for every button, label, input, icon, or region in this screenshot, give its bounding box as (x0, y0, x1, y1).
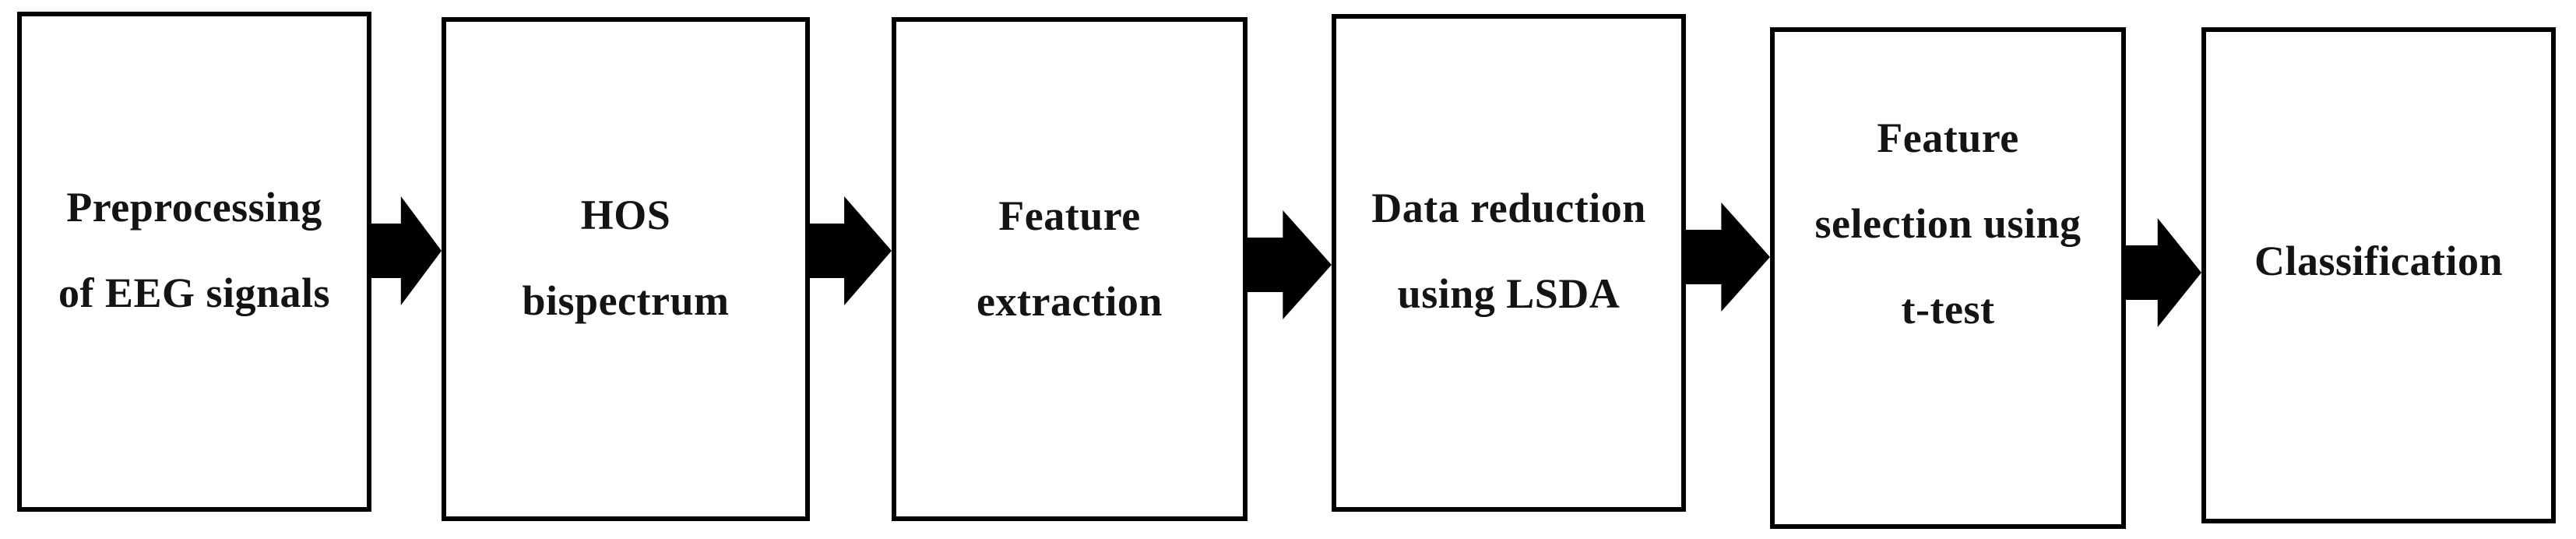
step-box-hos-bispectrum: HOS bispectrum (442, 17, 810, 521)
step-box-preprocessing: Preprocessing of EEG signals (17, 12, 371, 512)
flow-arrow-5 (2126, 218, 2201, 327)
step-label-line: HOS (580, 191, 671, 238)
step-label-line: Data reduction (1371, 184, 1646, 231)
step-label-line: Classification (2254, 237, 2503, 284)
flow-arrow-3 (1248, 210, 1332, 319)
step-label-line: Preprocessing (66, 184, 322, 231)
right-block-arrow-icon (1686, 203, 1770, 312)
right-block-arrow-icon (810, 196, 892, 305)
step-label-feature-extraction: Feature extraction (977, 173, 1163, 344)
step-box-classification: Classification (2201, 27, 2556, 523)
step-label-feature-selection-t-test: Feature selection using t-test (1814, 95, 2081, 352)
step-label-data-reduction-lsda: Data reduction using LSDA (1371, 165, 1646, 336)
step-label-line: bispectrum (522, 277, 730, 324)
flow-arrow-1 (371, 196, 442, 305)
flow-arrow-4 (1686, 203, 1770, 312)
flow-arrow-2 (810, 196, 892, 305)
step-label-line: Feature (1877, 114, 2019, 161)
step-label-line: extraction (977, 277, 1163, 325)
step-label-line: Feature (998, 192, 1141, 239)
step-label-line: t-test (1901, 286, 1995, 333)
step-box-feature-selection-t-test: Feature selection using t-test (1770, 27, 2126, 529)
step-label-line: of EEG signals (58, 270, 331, 316)
right-block-arrow-icon (371, 196, 442, 305)
step-box-feature-extraction: Feature extraction (892, 17, 1248, 521)
step-label-line: using LSDA (1397, 270, 1621, 317)
step-box-data-reduction-lsda: Data reduction using LSDA (1332, 14, 1686, 512)
step-label-line: selection using (1814, 200, 2082, 247)
step-label-classification: Classification (2254, 218, 2503, 304)
step-label-preprocessing: Preprocessing of EEG signals (58, 164, 330, 336)
right-block-arrow-icon (1248, 210, 1332, 319)
right-block-arrow-icon (2126, 218, 2201, 327)
step-label-hos-bispectrum: HOS bispectrum (523, 172, 730, 343)
